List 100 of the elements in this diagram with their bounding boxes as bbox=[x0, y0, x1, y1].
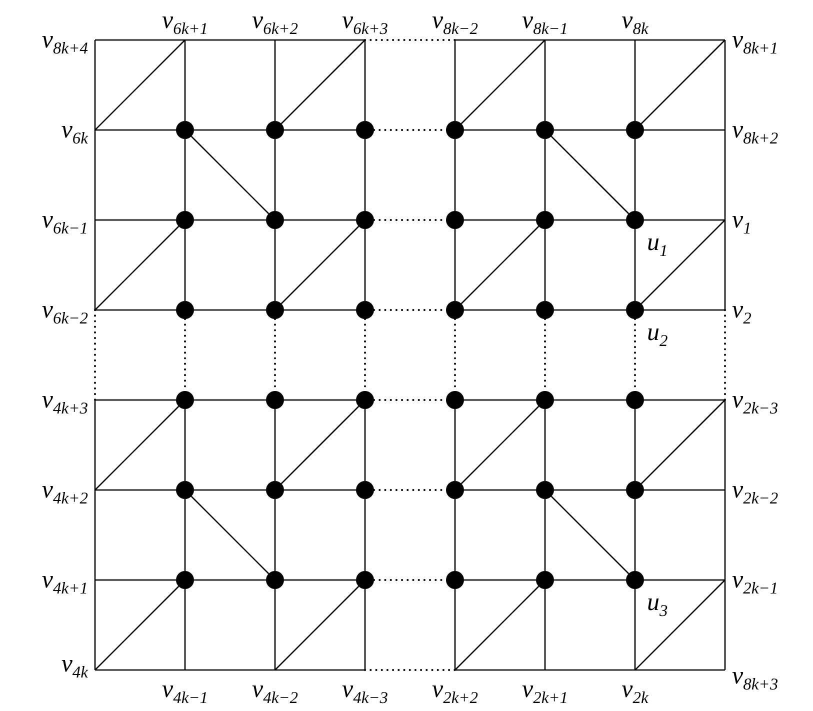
vertex-dot bbox=[176, 301, 194, 319]
dotted-edge bbox=[364, 39, 456, 41]
graph-edge bbox=[280, 406, 360, 484]
graph-edge bbox=[275, 669, 365, 671]
graph-edge bbox=[94, 40, 186, 130]
graph-edge bbox=[460, 40, 546, 124]
graph-edge bbox=[460, 406, 540, 484]
vertex-dot bbox=[356, 391, 374, 409]
graph-edge bbox=[284, 489, 356, 491]
graph-edge bbox=[184, 409, 186, 481]
vertex-label: v$_{8k+4}$ bbox=[42, 28, 88, 52]
graph-edge bbox=[194, 579, 266, 581]
vertex-dot bbox=[536, 481, 554, 499]
vertex-dot bbox=[176, 481, 194, 499]
vertex-label: v$_{2k+2}$ bbox=[432, 677, 478, 702]
graph-edge bbox=[635, 39, 725, 41]
graph-edge bbox=[274, 499, 276, 571]
graph-edge bbox=[184, 139, 186, 211]
graph-edge bbox=[554, 579, 626, 581]
vertex-label: v$_{6k−1}$ bbox=[42, 208, 88, 232]
vertex-dot bbox=[536, 571, 554, 589]
dotted-edge bbox=[364, 669, 456, 671]
vertex-label: v$_{6k+2}$ bbox=[252, 8, 298, 33]
vertex-label: v$_{2k−3}$ bbox=[732, 388, 778, 412]
vertex-label: u$_{1}$ bbox=[647, 230, 668, 255]
vertex-label: v$_{1}$ bbox=[732, 208, 752, 232]
vertex-label: v$_{2k−1}$ bbox=[732, 568, 778, 592]
graph-edge bbox=[184, 40, 186, 121]
vertex-dot bbox=[536, 121, 554, 139]
vertex-label: u$_{2}$ bbox=[647, 320, 668, 345]
vertex-dot bbox=[176, 121, 194, 139]
graph-edge bbox=[544, 409, 546, 481]
vertex-dot bbox=[176, 571, 194, 589]
vertex-label: v$_{8k−2}$ bbox=[432, 8, 478, 33]
vertex-dot bbox=[446, 211, 464, 229]
graph-edge bbox=[284, 219, 356, 221]
graph-edge bbox=[274, 589, 276, 670]
vertex-label: v$_{4k+1}$ bbox=[42, 568, 88, 592]
graph-edge bbox=[275, 39, 365, 41]
graph-edge bbox=[454, 40, 456, 121]
vertex-label: v$_{8k−1}$ bbox=[522, 8, 568, 33]
vertex-dot bbox=[626, 211, 644, 229]
graph-edge bbox=[274, 586, 360, 670]
vertex-dot bbox=[626, 391, 644, 409]
graph-edge bbox=[94, 226, 180, 310]
graph-edge bbox=[454, 589, 456, 670]
graph-edge bbox=[274, 40, 276, 121]
graph-edge bbox=[280, 40, 366, 124]
graph-edge bbox=[95, 309, 176, 311]
graph-edge bbox=[94, 586, 180, 670]
vertex-label: v$_{6k+3}$ bbox=[342, 8, 388, 33]
graph-edge bbox=[95, 579, 176, 581]
graph-edge bbox=[554, 129, 626, 131]
dotted-edge bbox=[94, 309, 96, 401]
vertex-dot bbox=[446, 571, 464, 589]
graph-edge bbox=[94, 400, 96, 490]
vertex-dot bbox=[446, 391, 464, 409]
graph-edge bbox=[634, 409, 636, 481]
graph-edge bbox=[94, 220, 96, 310]
graph-edge bbox=[94, 580, 96, 670]
graph-edge bbox=[460, 226, 540, 304]
graph-edge bbox=[194, 489, 266, 491]
graph-edge bbox=[545, 39, 635, 41]
graph-edge bbox=[644, 399, 725, 401]
graph-edge bbox=[190, 496, 270, 574]
vertex-dot bbox=[446, 301, 464, 319]
graph-edge bbox=[644, 489, 725, 491]
graph-edge bbox=[95, 219, 176, 221]
vertex-dot bbox=[356, 481, 374, 499]
graph-edge bbox=[284, 309, 356, 311]
graph-edge bbox=[454, 409, 456, 481]
vertex-label: v$_{8k+1}$ bbox=[732, 28, 778, 52]
graph-edge bbox=[94, 40, 96, 130]
graph-edge bbox=[464, 309, 536, 311]
graph-edge bbox=[554, 399, 626, 401]
graph-edge bbox=[194, 219, 266, 221]
graph-edge bbox=[364, 499, 366, 571]
graph-edge bbox=[455, 669, 545, 671]
vertex-dot bbox=[356, 211, 374, 229]
graph-edge bbox=[454, 229, 456, 301]
graph-edge bbox=[95, 129, 176, 131]
graph-edge bbox=[95, 39, 185, 41]
vertex-label: v$_{8k}$ bbox=[622, 8, 648, 33]
graph-edge bbox=[634, 589, 636, 670]
graph-edge bbox=[724, 40, 726, 130]
graph-edge bbox=[724, 580, 726, 670]
graph-edge bbox=[194, 399, 266, 401]
graph-edge bbox=[554, 219, 626, 221]
vertex-dot bbox=[536, 211, 554, 229]
vertex-label: v$_{2k−2}$ bbox=[732, 478, 778, 502]
graph-edge bbox=[454, 586, 540, 670]
graph-edge bbox=[545, 669, 635, 671]
vertex-dot bbox=[266, 481, 284, 499]
vertex-dot bbox=[626, 301, 644, 319]
vertex-label: v$_{4k+2}$ bbox=[42, 478, 88, 502]
vertex-label: v$_{4k−2}$ bbox=[252, 677, 298, 702]
graph-edge bbox=[550, 136, 630, 214]
graph-edge bbox=[464, 579, 536, 581]
graph-edge bbox=[184, 589, 186, 670]
graph-edge bbox=[634, 139, 636, 211]
